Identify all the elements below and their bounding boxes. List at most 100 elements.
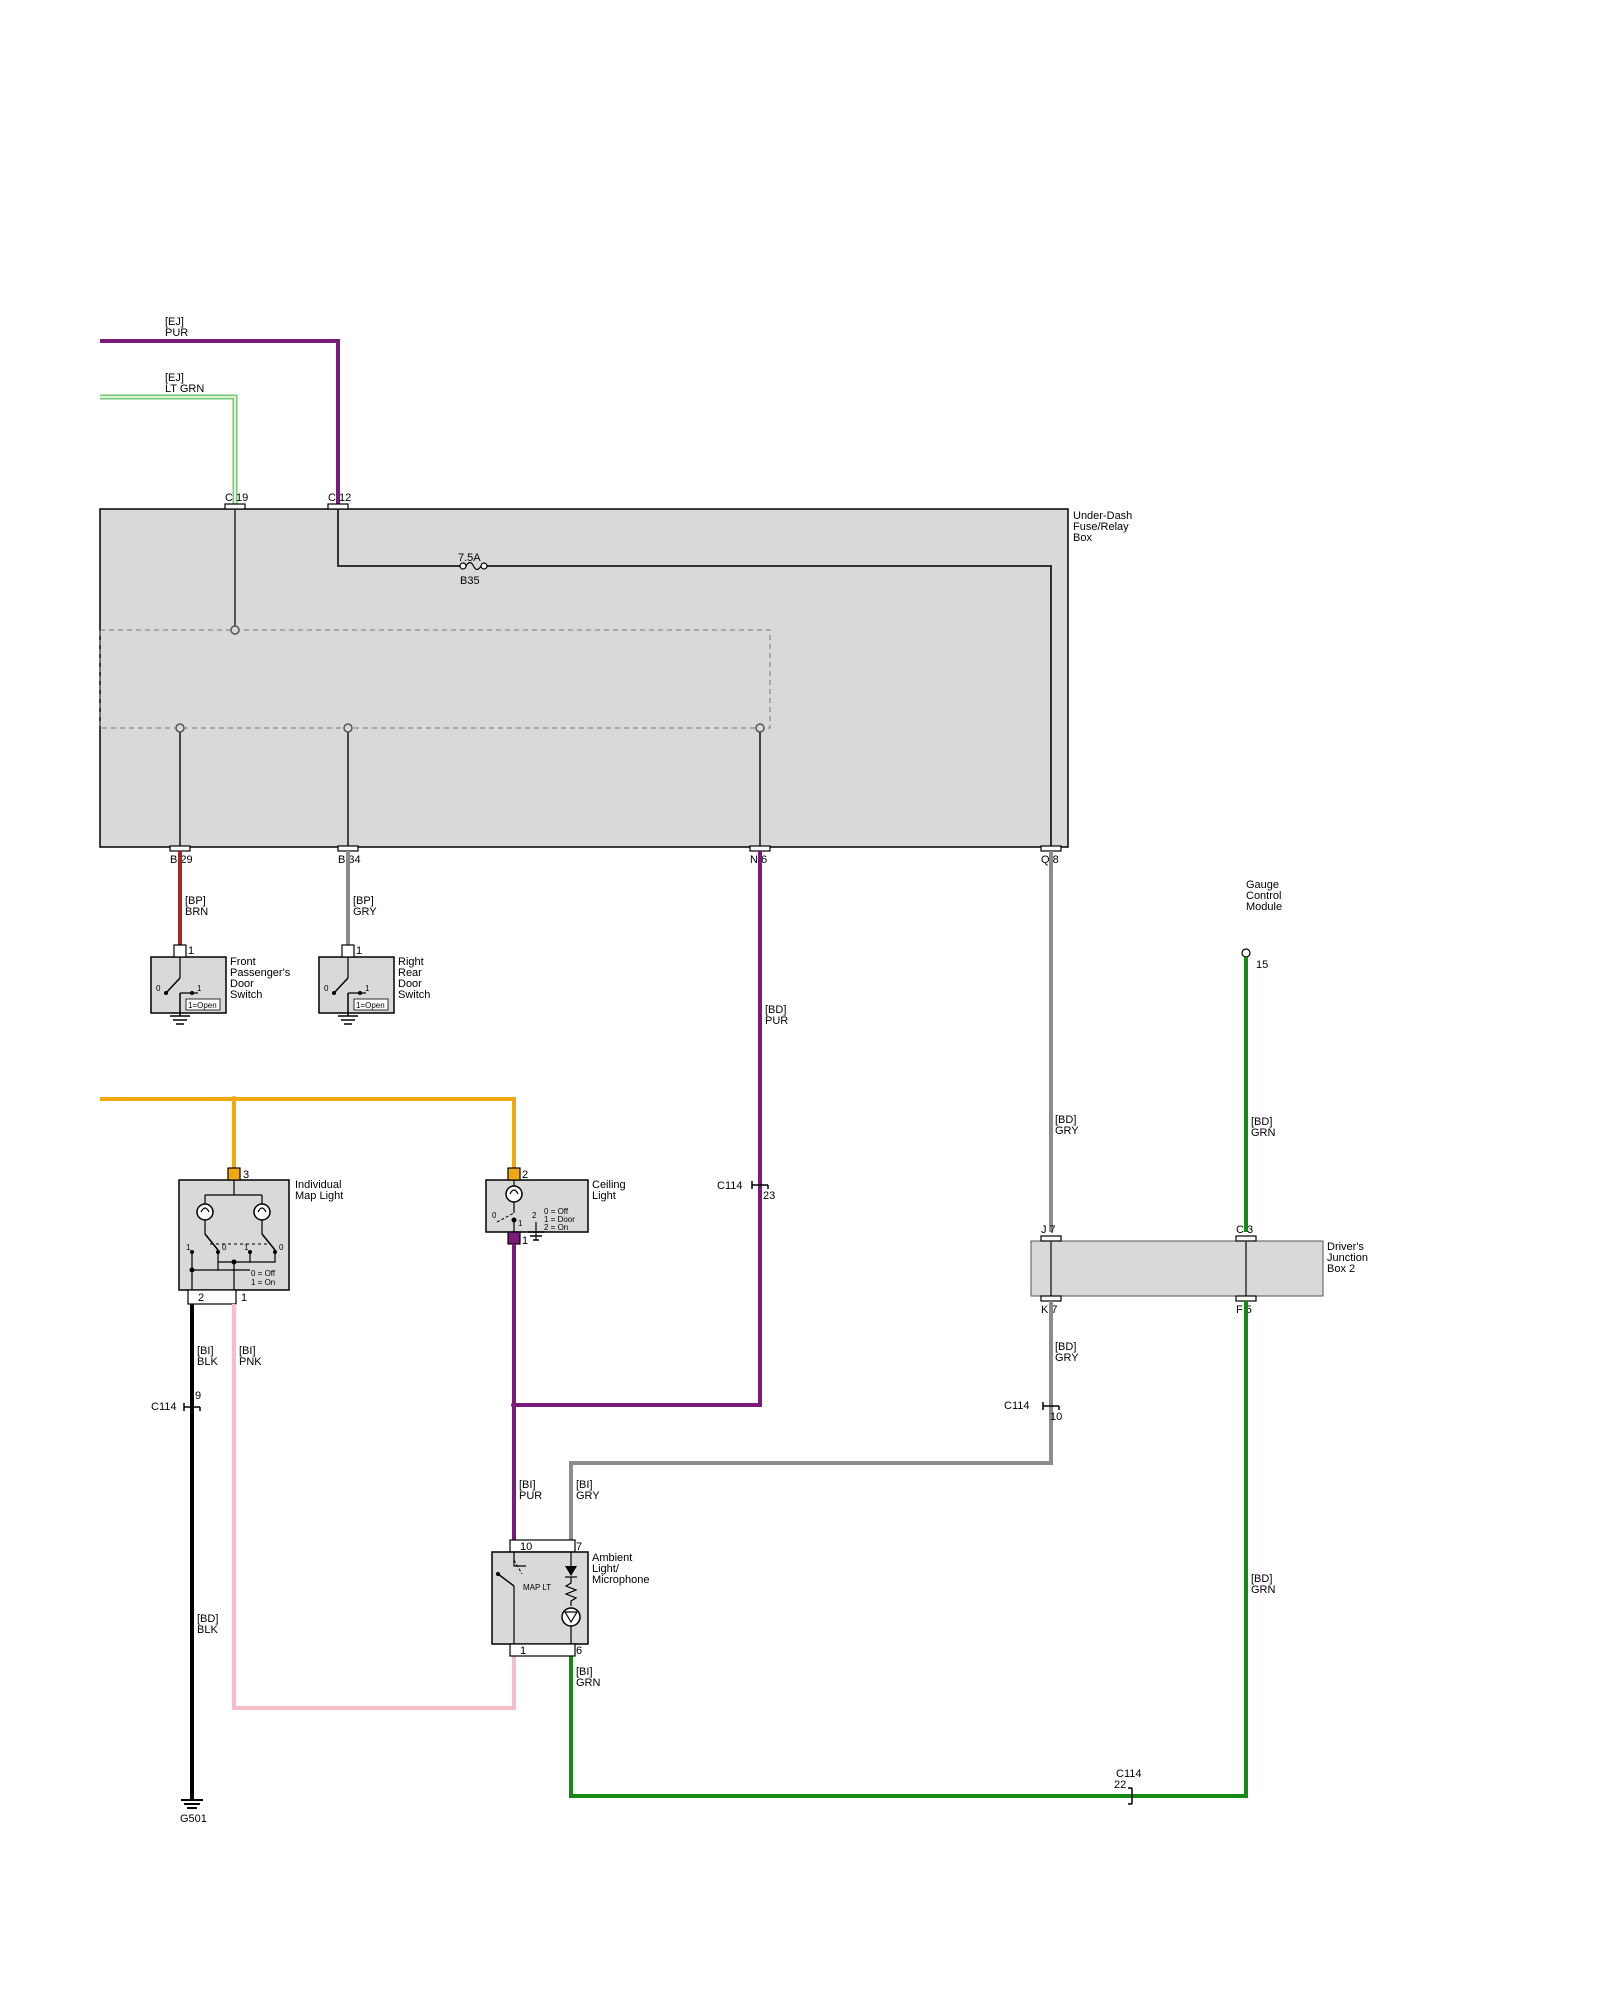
fuse-box-label-2: Fuse/Relay [1073,521,1129,533]
fuse-box-label-1: Under-Dash [1073,510,1132,522]
ambient-label-2: Light/ [592,1563,620,1575]
wire-label-bp-gry-2: GRY [353,906,377,918]
pin-label-ambient-10: 10 [520,1541,532,1553]
connector-c114-10-pin: 10 [1050,1411,1062,1423]
fp-switch-open-legend: 1=Open [188,1001,217,1010]
connector-c114-23-pin: 23 [763,1190,775,1202]
pin-label-rr-switch-1: 1 [356,945,362,957]
ceiling-light [485,1167,589,1245]
pin-label-ceiling-1: 1 [522,1235,528,1247]
map-light-legend-1: 0 = Off [251,1269,276,1278]
gauge-module-terminal [1241,948,1251,958]
connector-c114-10 [1042,1402,1060,1410]
wire-label-bd-gry-lower-1: [BD] [1055,1341,1076,1353]
under-dash-fuse-relay-box [99,508,1069,848]
pin-label-c19: C 19 [225,492,248,504]
wire-label-ej-ltgrn-2: LT GRN [165,383,204,395]
djb2-label-1: Driver's [1327,1241,1364,1253]
wire-label-bi-pur-1: [BI] [519,1479,536,1491]
pin-f5 [1235,1295,1257,1302]
wire-label-bi-pnk-2: PNK [239,1356,262,1368]
fuse-rating: 7.5A [458,552,481,564]
pin-b34 [337,845,359,852]
internal-node-n6 [755,723,765,733]
wire-label-ej-ltgrn-1: [EJ] [165,372,184,384]
map-light-sw2-pos-0: 0 [279,1243,284,1252]
wire-label-ej-pur-2: PUR [165,327,188,339]
wire-label-bd-grn-upper-2: GRN [1251,1127,1276,1139]
connector-c114-9 [183,1403,201,1411]
pin-label-ceiling-2: 2 [522,1169,528,1181]
pin-label-c3: C 3 [1236,1224,1253,1236]
rr-switch-pos-1: 1 [365,984,370,993]
map-light-sw1-pos-1: 1 [186,1243,191,1252]
pin-label-map-light-3: 3 [243,1169,249,1181]
ambient-label-3: Microphone [592,1574,649,1586]
gauge-module-label-3: Module [1246,901,1282,913]
map-light-sw2-pos-1: 1 [244,1243,249,1252]
wire-label-bi-pnk-1: [BI] [239,1345,256,1357]
pin-label-ambient-7: 7 [576,1541,582,1553]
pin-c3 [1235,1235,1257,1242]
splice-point [230,625,240,635]
wire-label-bi-blk-1: [BI] [197,1345,214,1357]
fp-switch-label-1: Front [230,956,256,968]
rr-switch-label-3: Door [398,978,422,990]
map-light-label-1: Individual [295,1179,341,1191]
internal-wire-c12 [337,507,460,567]
fp-switch-label-3: Door [230,978,254,990]
ceiling-switch-pos-1: 1 [518,1219,523,1228]
drivers-junction-box-2 [1030,1240,1324,1297]
wire-label-bp-gry-1: [BP] [353,895,374,907]
pin-c12 [327,503,349,510]
fp-switch-label-4: Switch [230,989,262,1001]
pin-label-j7: J 7 [1041,1224,1056,1236]
ground-label-g501: G501 [180,1813,207,1825]
wire-label-bd-grn-lower-2: GRN [1251,1584,1276,1596]
wire-label-bi-grn-2: GRN [576,1677,601,1689]
djb2-label-3: Box 2 [1327,1263,1355,1275]
connector-c114-23-name: C114 [717,1180,742,1192]
wire-label-bi-blk-2: BLK [197,1356,218,1368]
ceiling-legend-2: 1 = Door [544,1215,575,1224]
pin-n6 [749,845,771,852]
wire-bd-pur [515,851,762,1407]
ceiling-light-label-2: Light [592,1190,616,1202]
wire-label-bd-grn-lower-1: [BD] [1251,1573,1272,1585]
wire-label-bd-pur-1: [BD] [765,1004,786,1016]
front-passenger-door-switch [150,944,227,1025]
pin-label-c12: C 12 [328,492,351,504]
ceiling-legend-1: 0 = Off [544,1207,569,1216]
gauge-module-label-1: Gauge [1246,879,1279,891]
wire-label-bd-gry-upper-1: [BD] [1055,1114,1076,1126]
connector-c114-9-name: C114 [151,1401,176,1413]
pin-label-ambient-1: 1 [520,1645,526,1657]
fuse-box-label-3: Box [1073,532,1092,544]
pin-label-f5: F 5 [1236,1304,1252,1316]
internal-circuit-region [99,629,771,729]
pin-label-map-light-2: 2 [198,1292,204,1304]
splice-orange [231,1096,237,1102]
wire-ej-lt-grn [100,394,238,507]
wire-ej-pur [100,339,340,507]
fp-switch-pos-1: 1 [197,984,202,993]
wire-bd-grn-lower [569,1301,1248,1798]
wire-label-bi-grn-1: [BI] [576,1666,593,1678]
connector-c114-23 [751,1181,769,1189]
ground-g501-symbol [181,1799,203,1809]
djb2-label-2: Junction [1327,1252,1368,1264]
ambient-label-1: Ambient [592,1552,632,1564]
wire-label-bd-pur-2: PUR [765,1015,788,1027]
ambient-light-microphone [491,1539,589,1657]
pin-k7 [1040,1295,1062,1302]
internal-wire-fuse-to-q8 [487,565,1052,848]
wire-label-bp-brn-2: BRN [185,906,208,918]
rr-switch-pos-0: 0 [324,984,329,993]
rr-switch-open-legend: 1=Open [356,1001,385,1010]
wire-bd-gry-lower [569,1301,1053,1540]
wire-label-bd-grn-upper-1: [BD] [1251,1116,1272,1128]
ceiling-switch-pos-0: 0 [492,1211,497,1220]
pin-label-gcm-15: 15 [1256,959,1268,971]
connector-c114-10-name: C114 [1004,1400,1029,1412]
